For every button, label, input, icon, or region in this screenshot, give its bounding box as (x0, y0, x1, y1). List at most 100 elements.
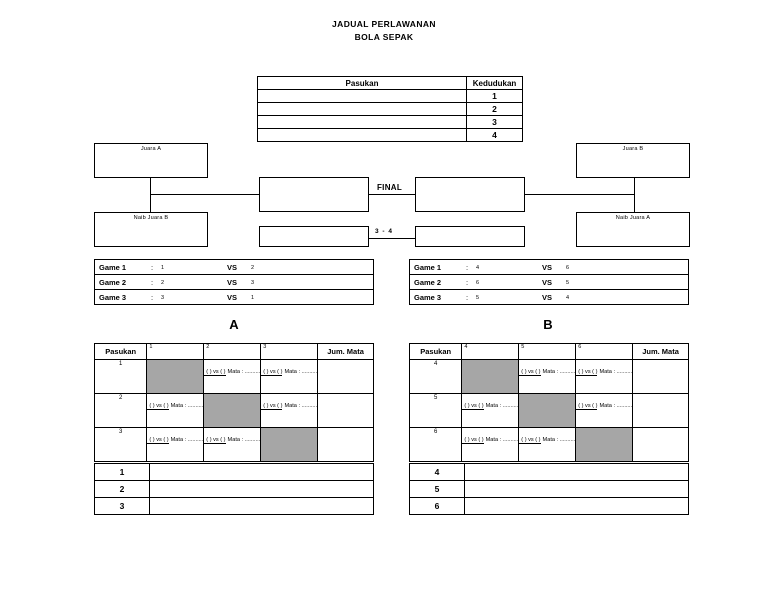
bracket-box-juara-a[interactable]: Juara A (94, 143, 208, 178)
matrix-cell-total[interactable] (317, 359, 374, 394)
game-colon: : (466, 278, 469, 287)
bracket-label-juara-a: Juara A (140, 146, 162, 152)
standings-team-cell[interactable] (257, 102, 467, 116)
game-team-2: 1 (251, 294, 255, 301)
matrix-cell-diagonal (575, 427, 634, 462)
standings-position-cell: 3 (466, 115, 523, 129)
matrix-cell-total[interactable] (632, 427, 689, 462)
matrix-header-team: 5 (518, 343, 577, 360)
bracket-box-playoff-right[interactable] (415, 226, 525, 247)
bracket-box-semifinal-left[interactable] (259, 177, 369, 212)
matrix-cell-score[interactable]: ( ) vs ( ) (576, 403, 598, 410)
game-team-2: 2 (251, 264, 255, 271)
standings-row: 4 (257, 128, 523, 142)
matrix-header-pasukan: Pasukan (93, 343, 148, 360)
standings-team-cell[interactable] (257, 115, 467, 129)
matrix-cell-score[interactable]: ( ) vs ( ) (261, 369, 283, 376)
bracket-connector-playoff (369, 238, 415, 240)
matrix-cell-points[interactable]: Mata : .......... (485, 403, 519, 409)
result-team-field[interactable] (464, 480, 689, 498)
game-team-1: 2 (161, 279, 165, 286)
standings-header-kedudukan: Kedudukan (466, 76, 523, 90)
matrix-cell-points[interactable]: Mata : .......... (542, 369, 576, 375)
matrix-cell-points[interactable]: Mata : .......... (227, 369, 261, 375)
result-team-field[interactable] (464, 463, 689, 481)
matrix-cell-points[interactable]: Mata : .......... (227, 437, 261, 443)
matrix-cell-diagonal (461, 359, 520, 394)
bracket-box-naib-juara-b[interactable]: Naib Juara B (94, 212, 208, 247)
result-team-field[interactable] (149, 497, 374, 515)
matrix-row: 3( ) vs ( )Mata : ..........( ) vs ( )Ma… (93, 427, 374, 462)
matrix-cell-match[interactable]: ( ) vs ( )Mata : .......... (146, 393, 205, 428)
matrix-cell-score[interactable]: ( ) vs ( ) (147, 403, 169, 410)
matrix-cell-points[interactable]: Mata : .......... (170, 437, 204, 443)
matrix-cell-score[interactable]: ( ) vs ( ) (462, 437, 484, 444)
bracket-connector-left-vertical (150, 178, 152, 212)
matrix-cell-match[interactable]: ( ) vs ( )Mata : .......... (260, 359, 319, 394)
matrix-cell-score[interactable]: ( ) vs ( ) (462, 403, 484, 410)
bracket-label-juara-b: Juara B (622, 146, 644, 152)
bracket-connector-right-horizontal (525, 194, 635, 196)
standings-team-cell[interactable] (257, 89, 467, 103)
matrix-row: 1( ) vs ( )Mata : ..........( ) vs ( )Ma… (93, 359, 374, 394)
matrix-cell-points[interactable]: Mata : .......... (599, 369, 633, 375)
game-colon: : (466, 293, 469, 302)
standings-team-cell[interactable] (257, 128, 467, 142)
bracket-label-naib-juara-a: Naib Juara A (615, 215, 651, 221)
matrix-cell-diagonal (260, 427, 319, 462)
matrix-cell-points[interactable]: Mata : .......... (284, 403, 318, 409)
matrix-cell-match[interactable]: ( ) vs ( )Mata : .......... (203, 427, 262, 462)
matrix-cell-score[interactable]: ( ) vs ( ) (147, 437, 169, 444)
matrix-cell-total[interactable] (632, 393, 689, 428)
matrix-header-total: Jum. Mata (632, 343, 689, 360)
matrix-cell-match[interactable]: ( ) vs ( )Mata : .......... (461, 427, 520, 462)
matrix-cell-score[interactable]: ( ) vs ( ) (204, 369, 226, 376)
matrix-header-pasukan: Pasukan (408, 343, 463, 360)
matrix-cell-match[interactable]: ( ) vs ( )Mata : .......... (203, 359, 262, 394)
game-team-1: 6 (476, 279, 480, 286)
matrix-cell-match[interactable]: ( ) vs ( )Mata : .......... (575, 393, 634, 428)
bracket-connector-left-horizontal (150, 194, 260, 196)
matrix-cell-points[interactable]: Mata : .......... (599, 403, 633, 409)
matrix-cell-score[interactable]: ( ) vs ( ) (576, 369, 598, 376)
matrix-cell-match[interactable]: ( ) vs ( )Mata : .......... (575, 359, 634, 394)
matrix-cell-score[interactable]: ( ) vs ( ) (204, 437, 226, 444)
bracket-connector-final-left (369, 194, 415, 196)
matrix-cell-total[interactable] (632, 359, 689, 394)
matrix-cell-match[interactable]: ( ) vs ( )Mata : .......... (461, 393, 520, 428)
matrix-cell-score[interactable]: ( ) vs ( ) (261, 403, 283, 410)
group-letter-a: A (229, 317, 239, 332)
matrix-cell-total[interactable] (317, 393, 374, 428)
result-rank: 3 (94, 497, 150, 515)
game-team-2: 3 (251, 279, 255, 286)
matrix-cell-score[interactable]: ( ) vs ( ) (519, 437, 541, 444)
result-team-field[interactable] (149, 480, 374, 498)
matrix-cell-match[interactable]: ( ) vs ( )Mata : .......... (260, 393, 319, 428)
bracket-box-playoff-left[interactable] (259, 226, 369, 247)
matrix-cell-match[interactable]: ( ) vs ( )Mata : .......... (518, 359, 577, 394)
matrix-cell-score[interactable]: ( ) vs ( ) (519, 369, 541, 376)
matrix-cell-match[interactable]: ( ) vs ( )Mata : .......... (146, 427, 205, 462)
result-team-field[interactable] (149, 463, 374, 481)
matrix-cell-points[interactable]: Mata : .......... (170, 403, 204, 409)
bracket-box-final-right[interactable] (415, 177, 525, 212)
matrix-cell-match[interactable]: ( ) vs ( )Mata : .......... (518, 427, 577, 462)
matrix-cell-total[interactable] (317, 427, 374, 462)
matrix-cell-points[interactable]: Mata : .......... (542, 437, 576, 443)
matrix-cell-points[interactable]: Mata : .......... (485, 437, 519, 443)
result-rank: 1 (94, 463, 150, 481)
matrix-row-label: 3 (93, 427, 148, 462)
result-team-field[interactable] (464, 497, 689, 515)
bracket-box-juara-b[interactable]: Juara B (576, 143, 690, 178)
bracket-box-naib-juara-a[interactable]: Naib Juara A (576, 212, 690, 247)
matrix-cell-points[interactable]: Mata : .......... (284, 369, 318, 375)
